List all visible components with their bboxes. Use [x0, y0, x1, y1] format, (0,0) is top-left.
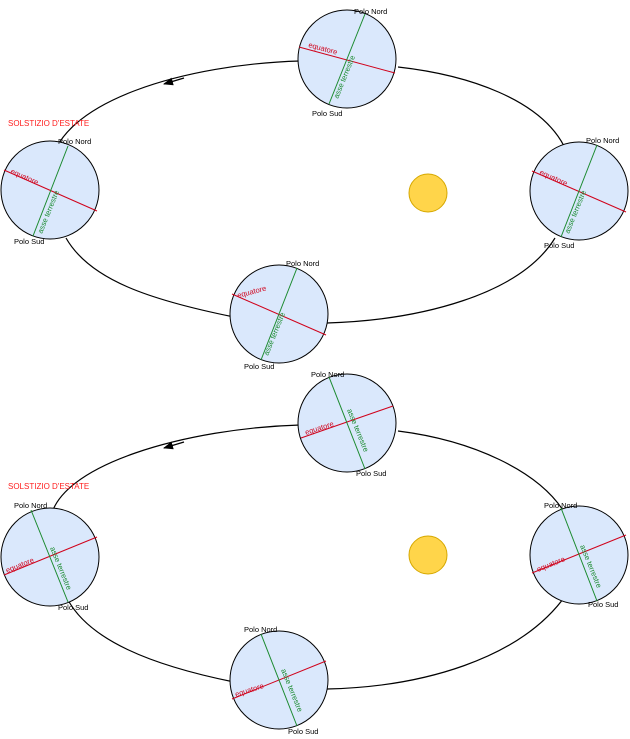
north-pole-label: Polo Nord — [244, 625, 277, 634]
summer-solstice-label: SOLSTIZIO D'ESTATE — [8, 482, 89, 491]
orbit-ellipse — [49, 60, 301, 171]
earth-position-left: equatore asse terrestre Polo Nord Polo S… — [0, 137, 100, 246]
earth-position-top: equatore asse terrestre Polo Nord Polo S… — [297, 7, 397, 118]
north-pole-label: Polo Nord — [286, 259, 319, 268]
south-pole-label: Polo Sud — [356, 469, 386, 478]
south-pole-label: Polo Sud — [288, 727, 318, 736]
sun — [408, 535, 448, 575]
earth-position-bottom: equatore asse terrestre Polo Nord Polo S… — [229, 259, 329, 371]
orbit-ellipse — [326, 237, 556, 324]
south-pole-label: Polo Sud — [244, 362, 274, 371]
earth-position-bottom: equatore asse terrestre Polo Nord Polo S… — [229, 625, 329, 736]
earth-axis-line — [260, 267, 298, 361]
north-pole-label: Polo Nord — [354, 7, 387, 16]
south-pole-label: Polo Sud — [544, 241, 574, 250]
earth-axis-line — [560, 507, 598, 602]
north-pole-label: Polo Nord — [544, 501, 577, 510]
north-pole-label: Polo Nord — [586, 136, 619, 145]
earth-axis-line — [30, 509, 69, 603]
orbit-ellipse — [65, 237, 235, 318]
orbit-direction-arrow — [163, 77, 185, 86]
earth-position-left: equatore asse terrestre Polo Nord Polo S… — [0, 501, 100, 612]
south-pole-label: Polo Sud — [14, 237, 44, 246]
sun — [408, 173, 448, 213]
earth-position-right: equatore asse terrestre Polo Nord Polo S… — [529, 501, 629, 609]
north-pole-label: Polo Nord — [311, 370, 344, 379]
south-pole-label: Polo Sud — [58, 603, 88, 612]
earth-axis-line — [328, 376, 366, 470]
north-pole-label: Polo Nord — [14, 501, 47, 510]
earth-axis-line — [560, 144, 598, 238]
orbit-ellipse — [49, 424, 301, 523]
orbit-ellipse — [67, 599, 235, 683]
south-pole-label: Polo Sud — [312, 109, 342, 118]
earth-position-right: equatore asse terrestre Polo Nord Polo S… — [529, 136, 629, 250]
summer-solstice-label: SOLSTIZIO D'ESTATE — [8, 119, 89, 128]
orbit-direction-arrow — [163, 441, 185, 450]
earth-position-top: equatore asse terrestre Polo Nord Polo S… — [297, 370, 397, 478]
earth-axis-line — [32, 145, 69, 237]
orbit-ellipse — [397, 430, 567, 516]
earth-axis-line — [328, 13, 366, 105]
north-pole-label: Polo Nord — [58, 137, 91, 146]
orbit-diagram-bottom: SOLSTIZIO D'ESTATE equatore asse terrest… — [0, 370, 629, 736]
orbit-ellipse — [326, 594, 567, 690]
south-pole-label: Polo Sud — [588, 600, 618, 609]
equator-line — [3, 536, 98, 576]
orbit-diagram-top: SOLSTIZIO D'ESTATE equatore asse terrest… — [0, 7, 629, 371]
earth-axis-line — [260, 633, 298, 727]
orbit-ellipse — [397, 66, 565, 147]
